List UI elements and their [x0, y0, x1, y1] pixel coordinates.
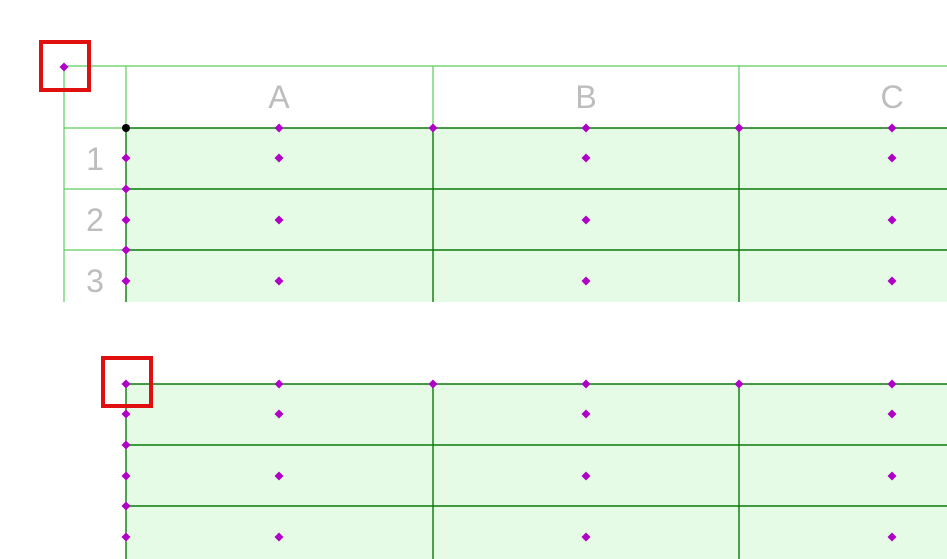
- bottom-grid-cells-fill: [126, 384, 947, 559]
- top-edge-anchor-icon: [887, 379, 897, 389]
- left-edge-anchor-icon: [121, 184, 131, 194]
- cell-center-anchor-icon: [887, 215, 897, 225]
- bottom-grid: [101, 356, 947, 559]
- cell-center-anchor-icon: [581, 471, 591, 481]
- cell-center-anchor-icon: [581, 215, 591, 225]
- corner-anchor-icon: [59, 62, 69, 72]
- top-edge-anchor-icon: [734, 379, 744, 389]
- origin-point-icon: [122, 124, 130, 132]
- left-edge-anchor-icon: [121, 276, 131, 286]
- cell-center-anchor-icon: [887, 532, 897, 542]
- left-edge-anchor-icon: [121, 409, 131, 419]
- bottom-anchor-points: [121, 379, 897, 542]
- top-edge-anchor-icon: [887, 123, 897, 133]
- top-edge-anchor-icon: [734, 123, 744, 133]
- top-edge-anchor-icon: [428, 123, 438, 133]
- cell-center-anchor-icon: [274, 215, 284, 225]
- row-header-3: 3: [86, 263, 104, 299]
- left-edge-anchor-icon: [121, 215, 131, 225]
- column-header-a: A: [268, 79, 290, 115]
- left-edge-anchor-icon: [121, 245, 131, 255]
- top-edge-anchor-icon: [581, 123, 591, 133]
- top-edge-anchor-icon: [274, 379, 284, 389]
- left-edge-anchor-icon: [121, 153, 131, 163]
- left-edge-anchor-icon: [121, 471, 131, 481]
- cell-center-anchor-icon: [274, 153, 284, 163]
- top-grid-cells-fill: [126, 128, 947, 302]
- left-edge-anchor-icon: [121, 501, 131, 511]
- cell-center-anchor-icon: [887, 471, 897, 481]
- top-anchor-points: [59, 62, 897, 286]
- top-grid: A B C 1 2 3: [39, 40, 947, 302]
- column-header-b: B: [575, 79, 596, 115]
- row-header-1: 1: [86, 141, 104, 177]
- cell-center-anchor-icon: [581, 409, 591, 419]
- cell-center-anchor-icon: [274, 532, 284, 542]
- cell-center-anchor-icon: [581, 153, 591, 163]
- cell-center-anchor-icon: [887, 153, 897, 163]
- top-edge-anchor-icon: [274, 123, 284, 133]
- cell-center-anchor-icon: [887, 276, 897, 286]
- highlight-box-bottom: [101, 356, 153, 408]
- column-header-c: C: [880, 79, 903, 115]
- cell-center-anchor-icon: [581, 276, 591, 286]
- row-header-2: 2: [86, 202, 104, 238]
- bottom-corner-anchor-icon: [121, 379, 131, 389]
- cell-center-anchor-icon: [274, 276, 284, 286]
- cell-center-anchor-icon: [274, 471, 284, 481]
- left-edge-anchor-icon: [121, 440, 131, 450]
- left-edge-anchor-icon: [121, 532, 131, 542]
- top-edge-anchor-icon: [581, 379, 591, 389]
- top-edge-anchor-icon: [428, 379, 438, 389]
- cell-center-anchor-icon: [274, 409, 284, 419]
- cell-center-anchor-icon: [581, 532, 591, 542]
- highlight-box-top: [39, 40, 91, 92]
- cell-center-anchor-icon: [887, 409, 897, 419]
